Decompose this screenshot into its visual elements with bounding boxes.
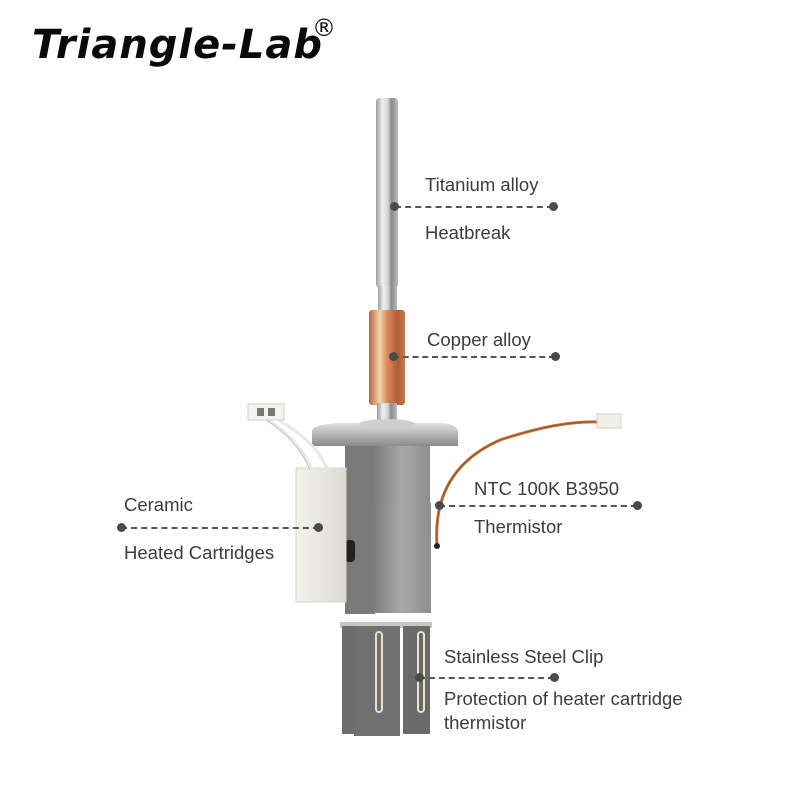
endpoint-dot-copper <box>551 352 560 361</box>
leader-line-heatbreak <box>395 206 553 208</box>
callout-clip-description-2: thermistor <box>444 712 527 733</box>
endpoint-dot-heatbreak <box>549 202 558 211</box>
heater-block <box>373 503 431 613</box>
leader-line-copper <box>393 356 555 358</box>
anchor-dot-heater <box>314 523 323 532</box>
callout-heatbreak-material: Titanium alloy <box>425 174 539 195</box>
leader-line-clip <box>419 677 554 679</box>
callout-heater-material: Ceramic <box>124 494 193 515</box>
endpoint-dot-thermistor <box>633 501 642 510</box>
leader-line-heater <box>121 527 319 529</box>
endpoint-dot-heater <box>117 523 126 532</box>
callout-clip-name: Stainless Steel Clip <box>444 646 604 667</box>
copper-sleeve <box>369 310 405 405</box>
stainless-clip <box>340 622 432 736</box>
callout-heater-name: Heated Cartridges <box>124 542 275 563</box>
anchor-dot-thermistor <box>435 501 444 510</box>
callout-thermistor-spec: NTC 100K B3950 <box>474 478 620 499</box>
registered-mark: ® <box>312 14 336 42</box>
heatbreak-rod <box>376 98 398 316</box>
callout-thermistor-name: Thermistor <box>474 516 563 537</box>
anchor-dot-copper <box>389 352 398 361</box>
endpoint-dot-clip <box>550 673 559 682</box>
anchor-dot-heatbreak <box>390 202 399 211</box>
anchor-dot-clip <box>415 673 424 682</box>
brand-logo: Triangle-Lab <box>32 22 323 68</box>
callout-heatbreak-name: Heatbreak <box>425 222 511 243</box>
callout-copper-material: Copper alloy <box>427 329 531 350</box>
ceramic-cartridge <box>295 467 347 603</box>
mounting-flange <box>312 423 459 446</box>
callout-clip-description-1: Protection of heater cartridge <box>444 688 683 709</box>
leader-line-thermistor <box>439 505 637 507</box>
